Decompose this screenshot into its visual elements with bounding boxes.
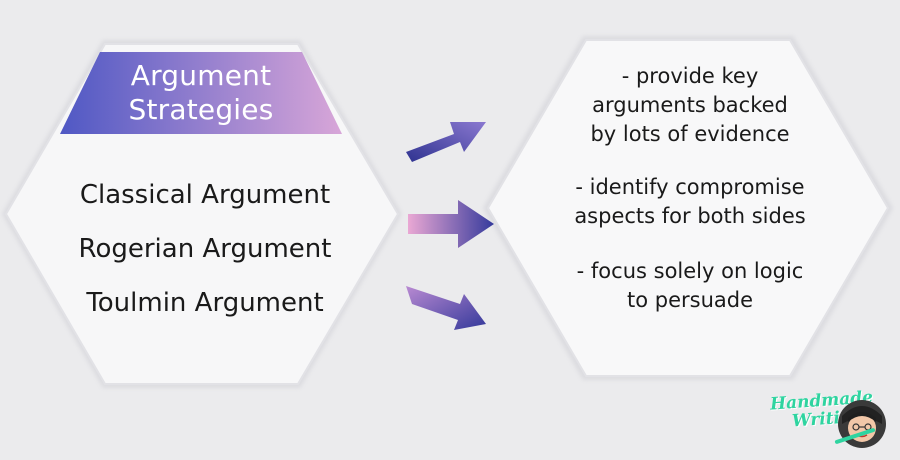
- point-evidence-line-3: by lots of evidence: [590, 122, 790, 146]
- point-compromise-line-1: - identify compromise: [575, 175, 805, 199]
- point-evidence-line-2: arguments backed: [592, 93, 788, 117]
- arrow-right: [408, 200, 494, 248]
- strategy-classical: Classical Argument: [79, 180, 331, 210]
- strategy-rogerian: Rogerian Argument: [78, 234, 332, 264]
- arrow-down-right: [406, 286, 486, 330]
- points-list: - provide key arguments backed by lots o…: [545, 62, 835, 339]
- handmade-writing-logo: Handmade Writing: [762, 386, 892, 456]
- point-compromise-line-2: aspects for both sides: [574, 204, 806, 228]
- point-logic: - focus solely on logic to persuade: [577, 257, 804, 315]
- diagram-title: Argument Strategies: [60, 52, 342, 134]
- title-line-2: Strategies: [128, 93, 274, 126]
- arrow-up-right: [406, 122, 486, 162]
- strategy-list: Classical Argument Rogerian Argument Tou…: [50, 168, 360, 330]
- point-logic-line-2: to persuade: [626, 288, 753, 312]
- point-compromise: - identify compromise aspects for both s…: [574, 173, 805, 231]
- point-evidence-line-1: - provide key: [621, 64, 759, 88]
- title-line-1: Argument: [130, 59, 272, 92]
- point-logic-line-1: - focus solely on logic: [576, 259, 804, 283]
- strategy-toulmin: Toulmin Argument: [86, 288, 324, 318]
- title-band: [60, 52, 342, 134]
- point-evidence: - provide key arguments backed by lots o…: [590, 62, 789, 149]
- writer-avatar-icon: [834, 400, 886, 448]
